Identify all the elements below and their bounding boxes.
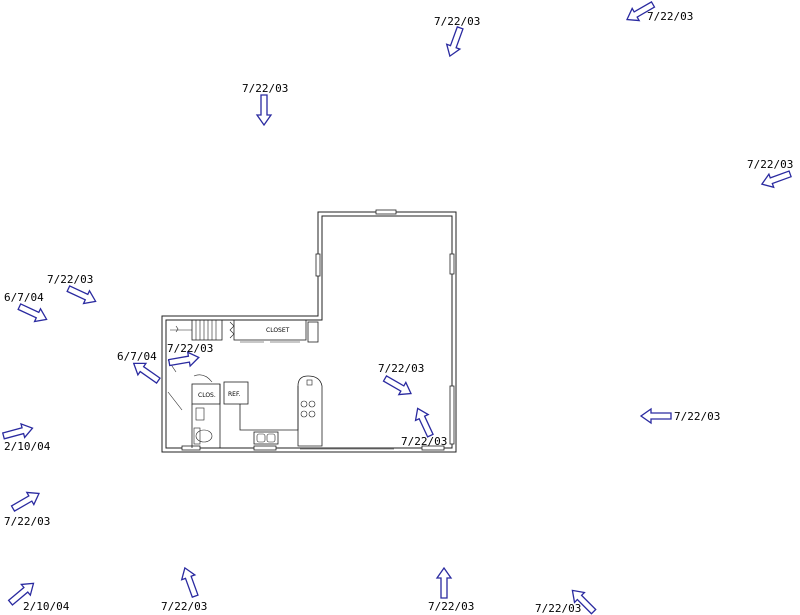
camera-arrow-icon-m10[interactable]: [411, 405, 436, 438]
marker-date-m15: 7/22/03: [161, 600, 208, 613]
camera-arrow-icon-m04[interactable]: [760, 167, 793, 190]
marker-date-m03: 7/22/03: [242, 82, 289, 95]
marker-date-m09: 7/22/03: [378, 362, 425, 375]
marker-date-m05: 7/22/03: [47, 273, 94, 286]
marker-date-m16: 7/22/03: [428, 600, 475, 613]
marker-date-m08: 7/22/03: [167, 342, 214, 355]
camera-arrow-icon-m17[interactable]: [567, 585, 598, 615]
marker-date-m17: 7/22/03: [535, 602, 582, 615]
marker-date-m13: 7/22/03: [4, 515, 51, 528]
marker-date-m11: 7/22/03: [674, 410, 721, 423]
marker-date-m10: 7/22/03: [401, 435, 448, 448]
camera-arrow-icon-m05[interactable]: [65, 282, 98, 307]
camera-arrow-icon-m12[interactable]: [1, 421, 35, 442]
camera-arrow-icon-m11[interactable]: [639, 407, 672, 425]
clos-label: CLOS.: [198, 392, 216, 399]
ref-label: REF.: [228, 391, 240, 398]
camera-arrow-icon-m07[interactable]: [130, 358, 163, 387]
camera-arrow-icon-m06[interactable]: [16, 300, 49, 325]
walls: [161, 209, 457, 453]
bathroom: CLOS.: [167, 359, 221, 448]
camera-arrow-icon-m16[interactable]: [435, 566, 453, 599]
marker-date-m01: 7/22/03: [434, 15, 481, 28]
marker-date-m12: 2/10/04: [4, 440, 51, 453]
marker-date-m04: 7/22/03: [747, 158, 794, 171]
staircase: [170, 319, 235, 341]
marker-date-m02: 7/22/03: [647, 10, 694, 23]
marker-date-m06: 6/7/04: [4, 291, 44, 304]
camera-arrow-icon-m03[interactable]: [255, 94, 273, 127]
camera-arrow-icon-m14[interactable]: [6, 578, 38, 608]
kitchen: REF.: [223, 375, 323, 447]
camera-arrow-icon-m08[interactable]: [167, 351, 200, 370]
camera-arrow-icon-m01[interactable]: [443, 26, 466, 59]
marker-date-m07: 6/7/04: [117, 350, 157, 363]
camera-arrow-icon-m09[interactable]: [382, 372, 415, 399]
closet-label: CLOSET: [266, 327, 290, 334]
closet: CLOSET: [233, 319, 319, 343]
marker-date-m14: 2/10/04: [23, 600, 70, 613]
camera-arrow-icon-m02[interactable]: [624, 0, 657, 26]
camera-arrow-icon-m13[interactable]: [10, 487, 43, 514]
camera-arrow-icon-m15[interactable]: [178, 566, 201, 599]
